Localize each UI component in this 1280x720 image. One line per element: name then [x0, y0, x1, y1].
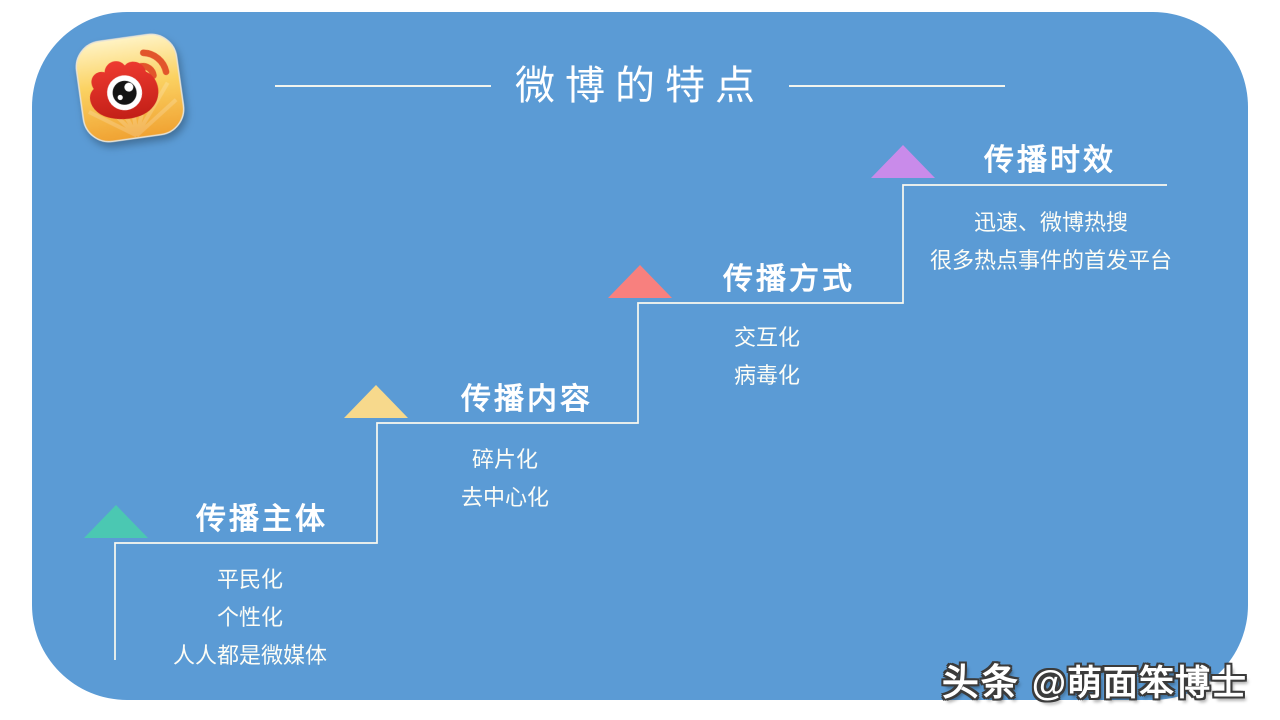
step-items-3: 交互化 病毒化: [647, 319, 887, 395]
weibo-logo-icon: [71, 29, 188, 146]
step-label-3: 传播方式: [723, 263, 855, 296]
watermark-handle: @萌面笨博士: [1031, 664, 1247, 703]
list-item: 病毒化: [733, 363, 800, 388]
watermark-brand: 头条: [941, 662, 1020, 703]
list-item: 平民化: [216, 567, 283, 592]
weibo-logo-graphic: [75, 33, 185, 143]
page-title: 微博的特点: [515, 64, 765, 108]
step-items-4: 迅速、微博热搜 很多热点事件的首发平台: [912, 204, 1190, 280]
list-item: 人人都是微媒体: [172, 643, 327, 668]
list-item: 个性化: [216, 605, 283, 630]
list-item: 很多热点事件的首发平台: [929, 248, 1172, 273]
step-label-4: 传播时效: [984, 144, 1116, 177]
title-row: 微博的特点: [0, 60, 1280, 112]
step-triangle-2: [344, 385, 408, 418]
list-item: 碎片化: [471, 447, 538, 472]
step-triangle-3: [608, 265, 672, 298]
title-right-line: [789, 85, 1005, 87]
watermark: 头条 @萌面笨博士: [942, 652, 1247, 706]
step-label-2: 传播内容: [461, 383, 593, 416]
title-left-line: [275, 85, 491, 87]
step-items-1: 平民化 个性化 人人都是微媒体: [125, 561, 375, 675]
step-label-1: 传播主体: [196, 503, 328, 536]
list-item: 交互化: [733, 325, 800, 350]
step-triangle-4: [871, 145, 935, 178]
step-items-2: 碎片化 去中心化: [385, 441, 625, 517]
list-item: 迅速、微博热搜: [973, 210, 1128, 235]
list-item: 去中心化: [460, 485, 549, 510]
step-triangle-1: [84, 505, 148, 538]
